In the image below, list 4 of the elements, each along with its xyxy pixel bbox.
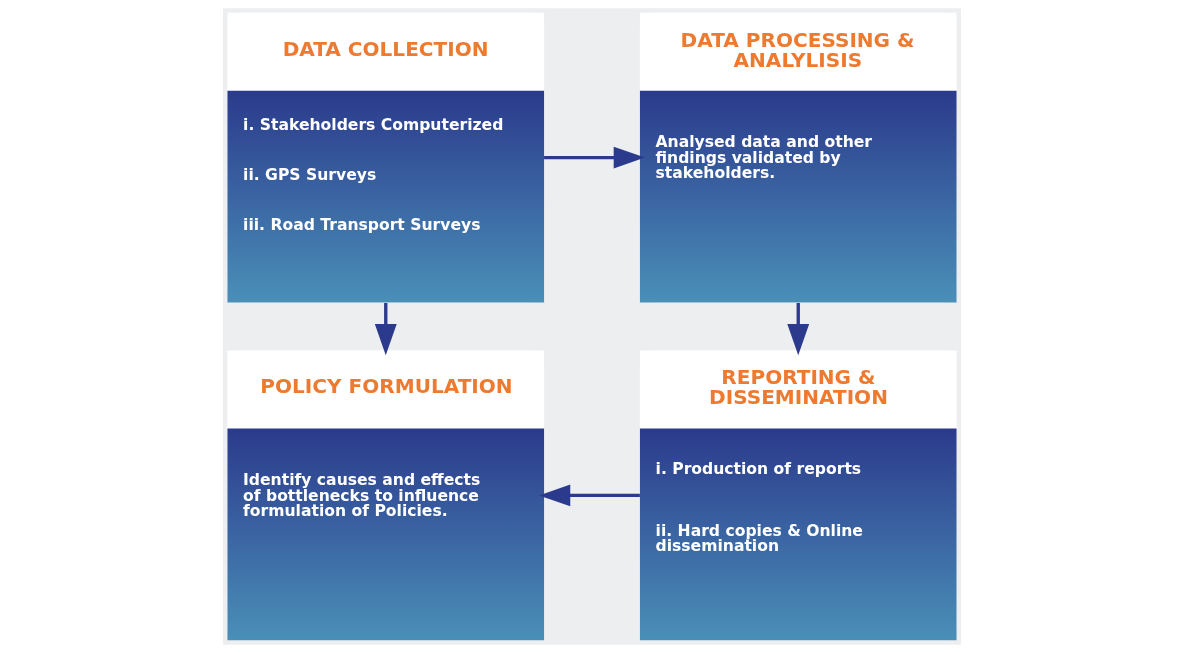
arrow — [374, 303, 397, 356]
arrow — [538, 484, 640, 507]
arrow — [786, 303, 809, 356]
arrow — [543, 146, 645, 169]
